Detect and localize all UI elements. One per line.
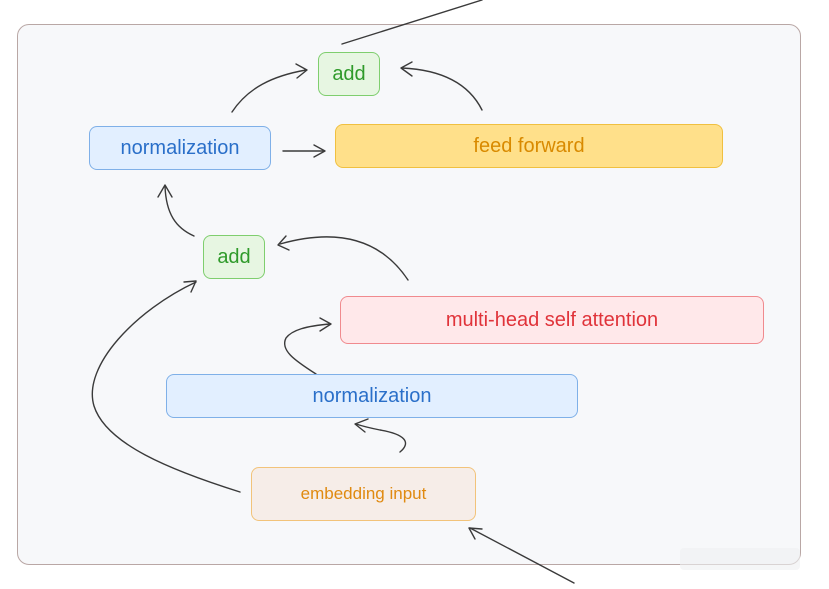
- arrow-embed-to-norm: [355, 423, 407, 453]
- multi-head-self-attention-node-label: multi-head self attention: [445, 308, 659, 331]
- multi-head-self-attention-node: multi-head self attention: [340, 296, 764, 344]
- normalization-node-bottom-label: normalization: [312, 384, 432, 407]
- arrowhead-residual-to-add: [183, 280, 197, 293]
- feed-forward-node-label: feed forward: [473, 134, 585, 157]
- arrowhead-input: [468, 527, 483, 540]
- arrowhead-add-to-norm: [157, 184, 173, 198]
- normalization-node-bottom: normalization: [166, 374, 578, 418]
- embedding-input-node: embedding input: [251, 467, 476, 521]
- arrow-ff-to-add-top: [401, 67, 483, 111]
- embedding-input-node-label: embedding input: [300, 484, 427, 503]
- arrowhead-norm-to-ff: [313, 144, 326, 158]
- arrowhead-ff-to-add-top: [400, 61, 413, 77]
- input-arrow: [469, 527, 575, 584]
- arrowhead-norm-to-attn: [319, 317, 332, 332]
- output-arrow: [341, 0, 483, 45]
- arrow-norm-to-attn: [283, 323, 331, 375]
- feed-forward-node: feed forward: [335, 124, 723, 168]
- arrow-norm-to-add-top: [231, 69, 307, 113]
- arrowhead-embed-to-norm: [354, 418, 369, 433]
- arrowhead-norm-to-add-top: [295, 63, 308, 79]
- arrow-attn-to-add: [279, 236, 409, 281]
- normalization-node-top-label: normalization: [120, 136, 240, 159]
- add-node-top-label: add: [332, 62, 366, 85]
- watermark: [680, 548, 800, 570]
- add-node-top: add: [318, 52, 380, 96]
- arrowhead-attn-to-add: [277, 235, 290, 251]
- add-node-middle-label: add: [217, 245, 251, 268]
- add-node-middle: add: [203, 235, 265, 279]
- arrow-residual-to-add: [91, 281, 241, 493]
- normalization-node-top: normalization: [89, 126, 271, 170]
- arrow-add-to-norm: [164, 185, 195, 237]
